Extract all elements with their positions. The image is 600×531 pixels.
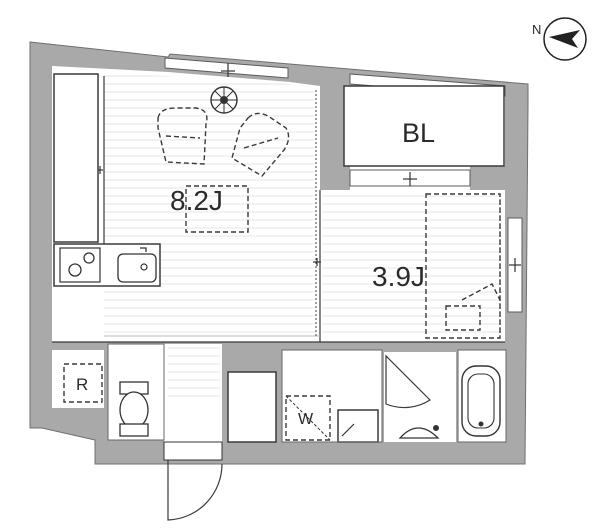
bedroom-area-label: 3.9J <box>372 261 425 292</box>
utility-box <box>337 409 379 443</box>
toilet-icon <box>119 381 149 437</box>
kitchen-counter <box>53 243 161 287</box>
ceiling-light-icon <box>210 86 238 114</box>
fridge-label: R <box>76 375 88 394</box>
washroom-door <box>385 354 431 409</box>
partitions <box>52 76 505 343</box>
bathtub-icon <box>461 365 501 437</box>
washbasin-icon <box>398 425 440 439</box>
washing-machine-icon: W <box>285 395 331 441</box>
closet-bl <box>343 85 505 167</box>
fridge-space: R <box>63 363 103 403</box>
tall-cabinet <box>53 73 99 243</box>
living-area-label: 8.2J <box>170 185 223 216</box>
compass: N <box>532 17 587 61</box>
closet-label: BL <box>402 118 435 148</box>
armchair-icon <box>157 107 208 165</box>
stove-icon <box>59 247 101 283</box>
washer-label: W <box>298 411 314 428</box>
entrance-door <box>163 441 223 521</box>
armchair-icon <box>231 112 290 177</box>
compass-icon <box>543 17 587 61</box>
sink-icon <box>117 247 157 283</box>
table-outline <box>185 185 249 233</box>
compass-north-label: N <box>532 22 541 37</box>
bed-outline <box>425 193 501 339</box>
shoe-cabinet <box>227 371 277 443</box>
